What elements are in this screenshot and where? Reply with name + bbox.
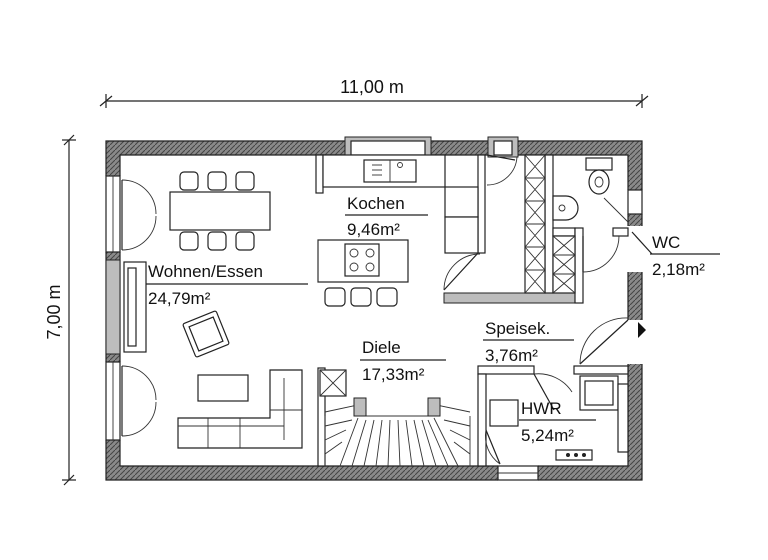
door-hwr [533,373,573,411]
room-area-wohnen: 24,79m² [148,289,211,308]
dimension-height: 7,00 m [44,134,76,486]
armchair [182,310,230,358]
hwr-fixtures [489,375,629,461]
dimension-width-label: 11,00 m [340,77,404,97]
door-wc [582,235,620,273]
door-kitchen [443,252,481,291]
room-label-wc: WC 2,18m² [631,231,720,279]
door-entrance [579,317,646,365]
room-name-wohnen: Wohnen/Essen [148,262,263,281]
coffee-table [197,374,249,402]
dimension-height-label: 7,00 m [44,284,64,339]
room-area-wc: 2,18m² [652,260,705,279]
outer-walls [104,136,644,482]
room-label-hwr: HWR 5,24m² [519,399,596,445]
kitchen-counter [322,154,479,254]
room-label-diele: Diele 17,33m² [360,338,446,384]
dimension-width: 11,00 m [99,77,649,108]
room-area-hwr: 5,24m² [521,426,574,445]
terrace-door-top [121,179,157,251]
room-area-speisek: 3,76m² [485,346,538,365]
room-name-speisek: Speisek. [485,319,550,338]
shelf-column [319,154,576,397]
room-label-wohnen: Wohnen/Essen 24,79m² [146,262,308,308]
kitchen-island [317,239,409,307]
sofa [177,369,303,449]
room-label-speisek: Speisek. 3,76m² [483,319,574,365]
door-speisek [486,154,518,186]
room-name-diele: Diele [362,338,401,357]
room-area-kochen: 9,46m² [347,220,400,239]
room-label-kochen: Kochen 9,46m² [345,194,428,239]
room-name-kochen: Kochen [347,194,405,213]
dining-table [169,171,271,251]
staircase [324,397,471,467]
room-name-wc: WC [652,233,680,252]
door-hwr-outside [485,429,501,465]
room-area-diele: 17,33m² [362,365,425,384]
room-name-hwr: HWR [521,399,562,418]
terrace-door-bottom [121,365,157,437]
wc-fixtures [552,157,629,223]
entrance-arrow-icon [638,322,646,338]
